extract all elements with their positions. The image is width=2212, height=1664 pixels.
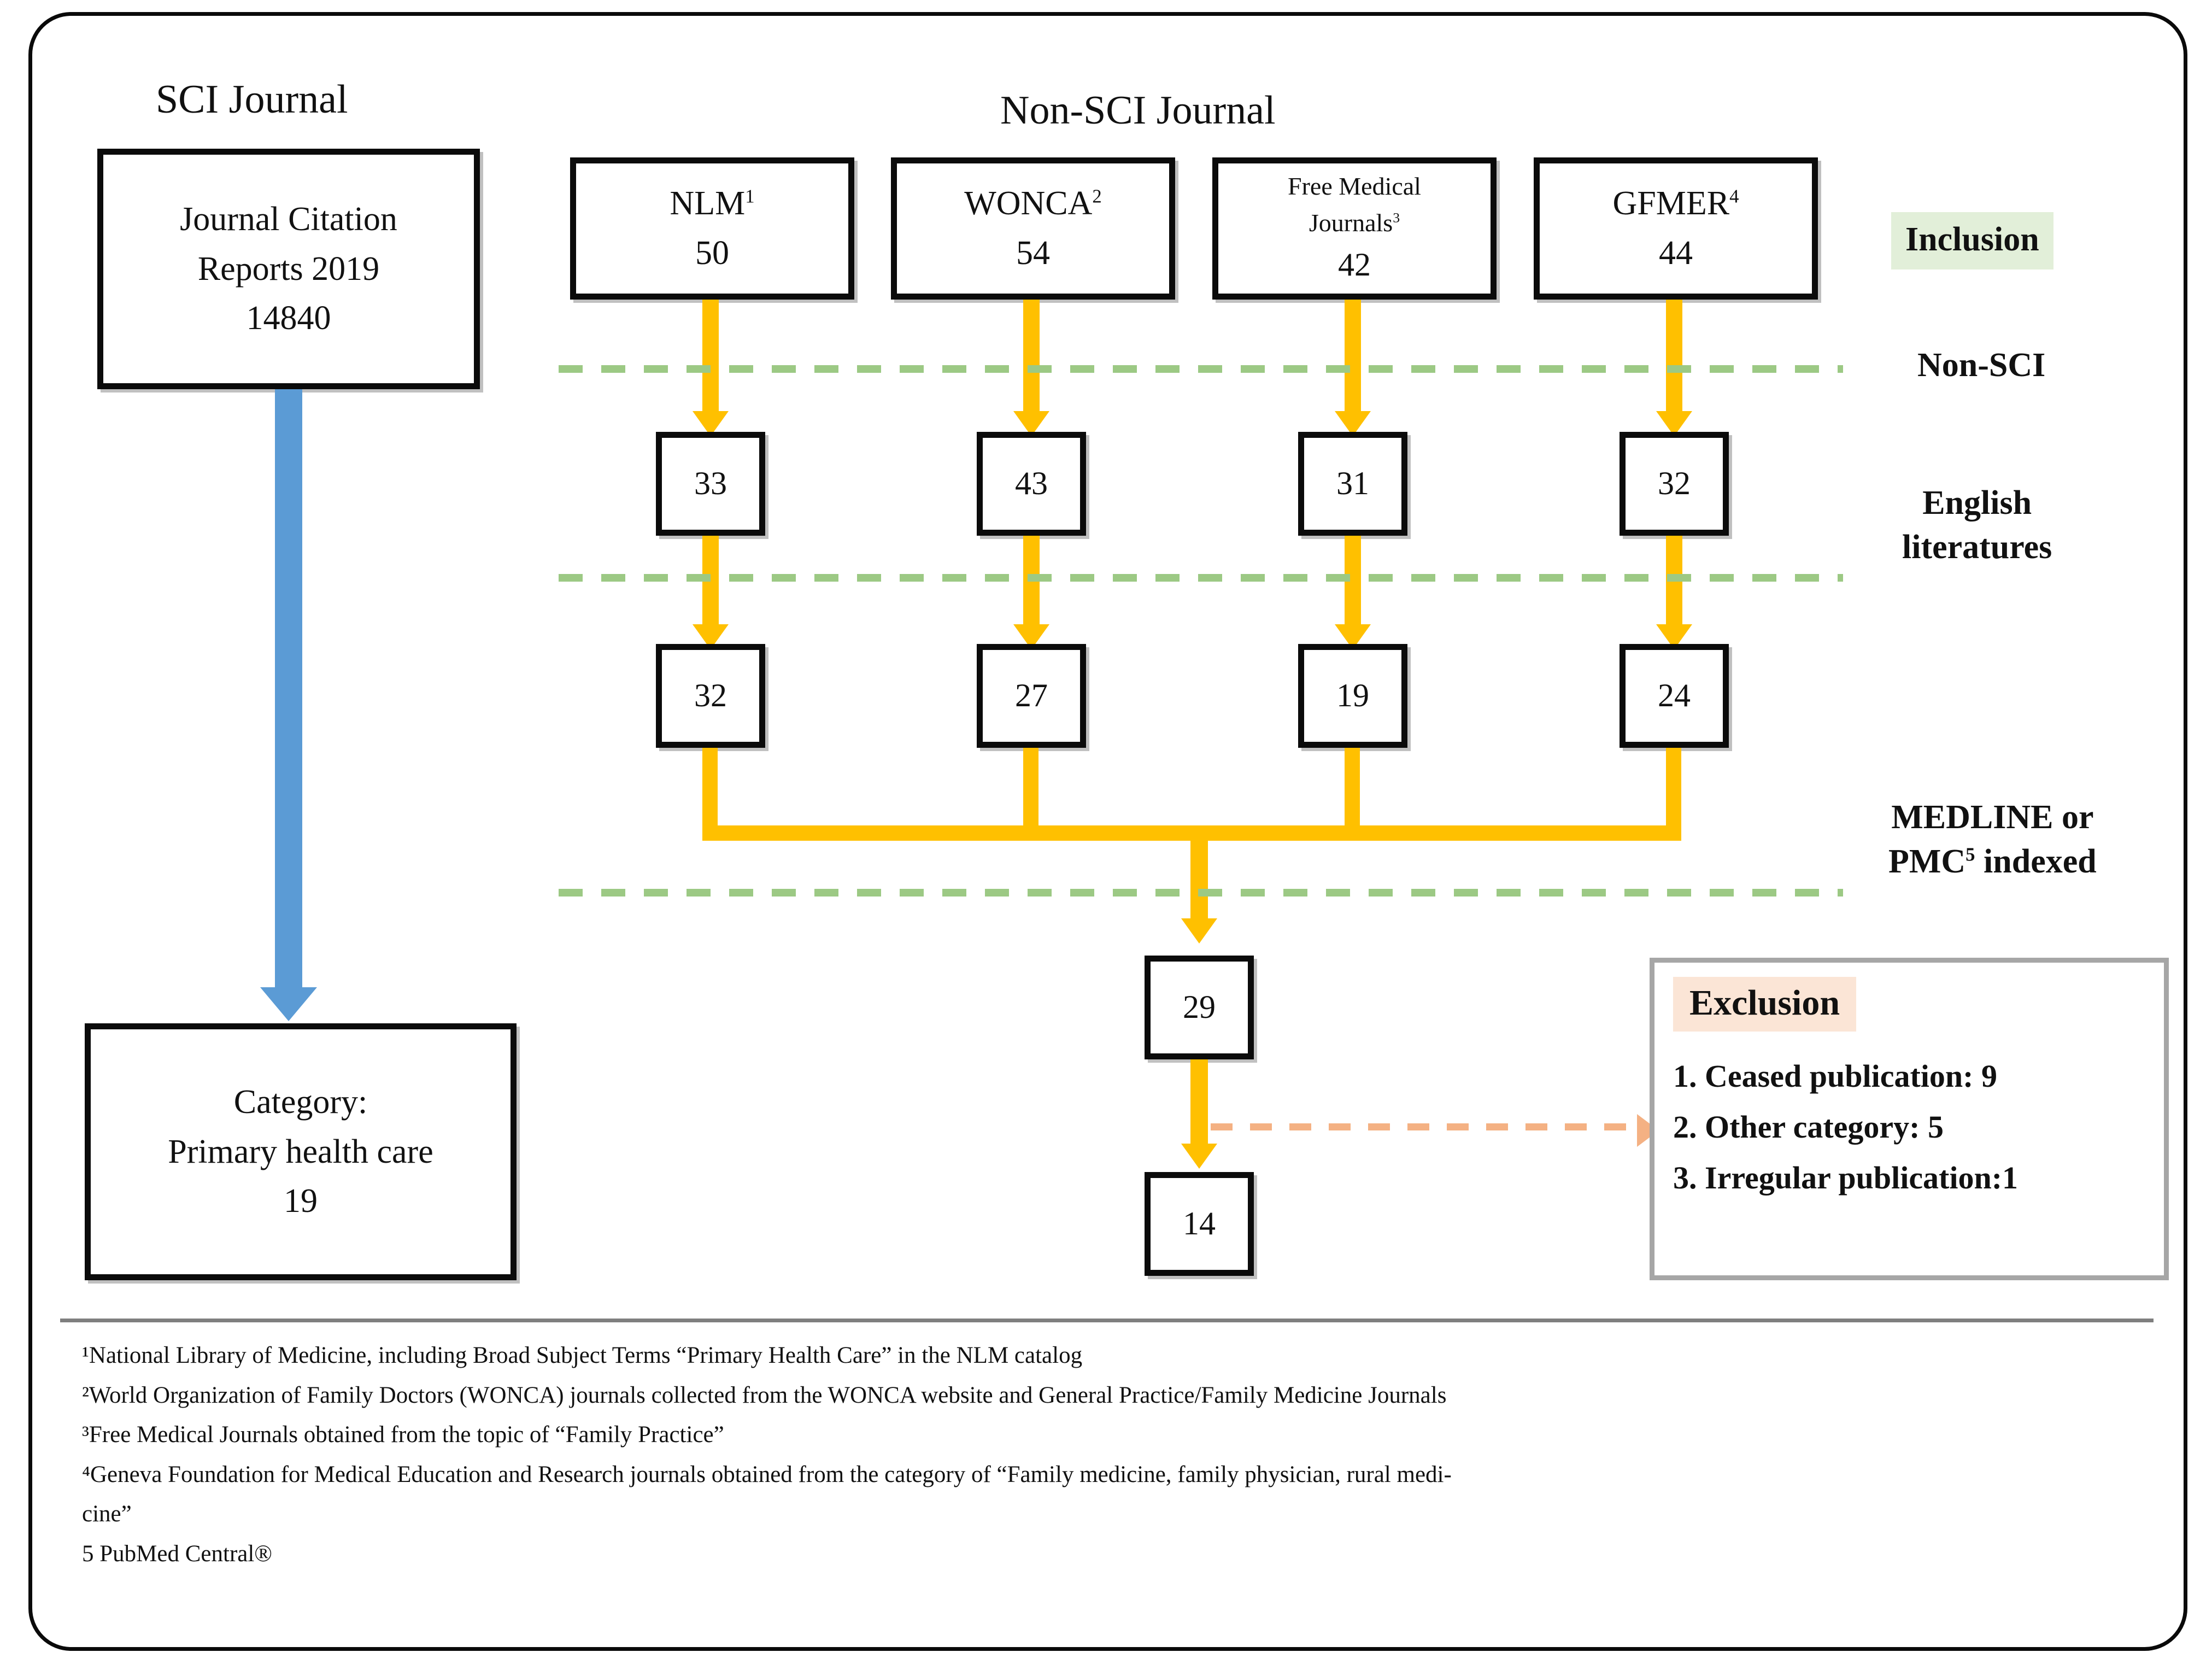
merge-stem-nlm (702, 748, 718, 825)
count-value: 24 (1658, 677, 1691, 714)
arrow-stem-nlm-1 (702, 300, 719, 415)
count-box-nlm-english: 32 (656, 644, 765, 748)
journal-citation-reports-box: Journal Citation Reports 2019 14840 (97, 149, 480, 389)
count-value: 33 (694, 465, 727, 502)
fmj-label-line-1: Free Medical (1288, 172, 1421, 201)
category-line-1: Category: (233, 1083, 368, 1121)
count-box-fmj-english: 19 (1298, 644, 1407, 748)
source-box-free-medical-journals: Free Medical Journals3 42 (1212, 157, 1497, 300)
inclusion-highlight: Inclusion (1891, 212, 2053, 269)
arrow-stem-wonca-2 (1023, 536, 1040, 629)
separator-english-literatures (559, 574, 1843, 582)
english-line-2: literatures (1902, 528, 2052, 566)
sci-journal-heading: SCI Journal (156, 77, 348, 122)
footnotes-block: ¹National Library of Medicine, including… (82, 1338, 2154, 1576)
arrow-stem-wonca-1 (1023, 300, 1040, 415)
jcr-count: 14840 (246, 300, 331, 337)
arrow-stem-gfmer-2 (1666, 536, 1682, 629)
arrow-head-merged-to-final (1181, 1144, 1217, 1169)
source-wonca-label: WONCA2 (964, 185, 1102, 222)
stage-label-medline-pmc: MEDLINE or PMC5 indexed (1888, 795, 2097, 883)
category-count: 19 (284, 1182, 318, 1220)
source-gfmer-label: GFMER4 (1612, 185, 1739, 222)
merge-down-stem (1190, 825, 1208, 922)
footnote-4: ⁴Geneva Foundation for Medical Education… (82, 1461, 1452, 1487)
gfmer-footnote-marker: 4 (1729, 185, 1739, 207)
merge-stem-gfmer (1666, 748, 1681, 825)
category-primary-health-care-box: Category: Primary health care 19 (85, 1023, 517, 1280)
separator-non-sci (559, 365, 1843, 373)
footnote-divider (60, 1319, 2154, 1322)
count-box-merged-indexed: 29 (1145, 956, 1254, 1059)
arrow-stem-fmj-1 (1345, 300, 1361, 415)
wonca-footnote-marker: 2 (1092, 185, 1102, 207)
count-box-gfmer-english: 24 (1620, 644, 1729, 748)
fmj-count: 42 (1338, 247, 1371, 283)
arrow-stem-gfmer-1 (1666, 300, 1682, 415)
exclusion-item-3: 3. Irregular publication:1 (1673, 1160, 2019, 1196)
non-sci-journal-heading: Non-SCI Journal (1000, 88, 1276, 133)
count-value: 43 (1015, 465, 1048, 502)
footnote-3: ³Free Medical Journals obtained from the… (82, 1422, 724, 1448)
sci-to-category-arrow-head (260, 987, 317, 1021)
count-box-final-included: 14 (1145, 1172, 1254, 1276)
count-value: 31 (1336, 465, 1369, 502)
source-box-nlm: NLM1 50 (570, 157, 854, 300)
jcr-line-1: Journal Citation (180, 201, 397, 238)
count-value: 29 (1183, 989, 1216, 1026)
jcr-line-2: Reports 2019 (197, 250, 380, 288)
count-box-fmj-non-sci: 31 (1298, 432, 1407, 536)
source-box-gfmer: GFMER4 44 (1534, 157, 1818, 300)
source-box-wonca: WONCA2 54 (891, 157, 1175, 300)
count-box-wonca-non-sci: 43 (977, 432, 1086, 536)
exclusion-title: Exclusion (1673, 977, 1857, 1032)
medline-line-1: MEDLINE or (1891, 799, 2094, 836)
english-line-1: English (1922, 484, 2032, 522)
arrow-stem-nlm-2 (702, 536, 719, 629)
footnote-2: ²World Organization of Family Doctors (W… (82, 1382, 1447, 1408)
nlm-footnote-marker: 1 (745, 185, 755, 207)
source-wonca-count: 54 (1016, 235, 1050, 272)
medline-line-2: PMC5 indexed (1888, 842, 2097, 880)
count-value: 32 (1658, 465, 1691, 502)
count-box-wonca-english: 27 (977, 644, 1086, 748)
stage-label-non-sci: Non-SCI (1917, 343, 2045, 388)
count-box-gfmer-non-sci: 32 (1620, 432, 1729, 536)
stage-label-english-literatures: English literatures (1902, 481, 2052, 569)
exclusion-connector-dash (1211, 1123, 1642, 1130)
sci-to-category-arrow-stem (275, 389, 302, 989)
fmj-label-line-2: Journals3 (1309, 209, 1400, 237)
separator-medline-pmc (559, 889, 1843, 897)
source-gfmer-count: 44 (1659, 235, 1693, 272)
exclusion-panel: Exclusion 1. Ceased publication: 9 2. Ot… (1650, 958, 2169, 1280)
non-sci-text: Non-SCI (1917, 347, 2046, 384)
footnote-5: 5 PubMed Central® (82, 1540, 272, 1567)
count-value: 14 (1183, 1205, 1216, 1242)
category-line-2: Primary health care (168, 1133, 433, 1170)
count-box-nlm-non-sci: 33 (656, 432, 765, 536)
merge-stem-fmj (1345, 748, 1360, 825)
arrow-stem-fmj-2 (1345, 536, 1361, 629)
source-nlm-label: NLM1 (670, 185, 755, 222)
source-nlm-count: 50 (695, 235, 729, 272)
exclusion-item-1: 1. Ceased publication: 9 (1673, 1058, 1997, 1094)
count-value: 32 (694, 677, 727, 714)
arrow-stem-merged-to-final (1190, 1059, 1208, 1147)
fmj-footnote-marker: 3 (1393, 209, 1400, 226)
merge-down-arrow-head (1181, 918, 1217, 944)
count-value: 27 (1015, 677, 1048, 714)
pmc-footnote-marker: 5 (1965, 843, 1975, 865)
merge-stem-wonca (1023, 748, 1038, 825)
count-value: 19 (1336, 677, 1369, 714)
stage-label-inclusion: Inclusion (1891, 212, 2053, 269)
exclusion-item-2: 2. Other category: 5 (1673, 1109, 1944, 1145)
footnote-4-continued: cine” (82, 1501, 132, 1527)
footnote-1: ¹National Library of Medicine, including… (82, 1343, 1083, 1368)
